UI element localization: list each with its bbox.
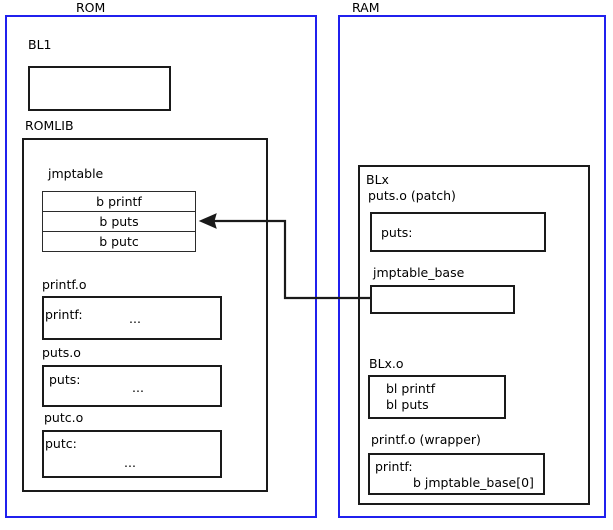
blx-o-label: BLx.o [369, 356, 404, 371]
romlib-puts-symbol: puts: [49, 372, 81, 387]
romlib-printf-ellipsis: ... [129, 311, 141, 326]
ram-region-label: RAM [352, 0, 380, 15]
jmptable-entry-2[interactable]: b putc [42, 231, 196, 252]
jmptable-base-label: jmptable_base [373, 265, 465, 280]
bl1-box [28, 66, 171, 111]
bl1-label: BL1 [28, 37, 52, 52]
romlib-puts-o-box: puts: ... [42, 365, 222, 407]
jmptable-entry-2-text: b putc [99, 234, 139, 249]
romlib-putc-ellipsis: ... [124, 455, 136, 470]
jmptable-label: jmptable [48, 166, 104, 181]
jmptable-base-box[interactable] [370, 285, 515, 314]
romlib-putc-o-box: putc: ... [42, 430, 222, 478]
romlib-putc-symbol: putc: [45, 436, 77, 451]
romlib-printf-o-label: printf.o [42, 277, 87, 292]
blx-o-box: bl printf bl puts [368, 375, 506, 419]
blx-o-line-0: bl printf [386, 381, 436, 396]
blx-puts-patch-label: puts.o (patch) [368, 188, 456, 203]
jmptable-entry-0-text: b printf [96, 194, 142, 209]
romlib-label: ROMLIB [25, 118, 74, 133]
romlib-puts-o-label: puts.o [42, 345, 81, 360]
blx-o-line-1: bl puts [386, 397, 429, 412]
romlib-printf-symbol: printf: [45, 307, 83, 322]
blx-label: BLx [366, 172, 389, 187]
romlib-printf-o-box: printf: ... [42, 296, 222, 340]
blx-puts-patch-box: puts: [370, 212, 546, 252]
printf-wrapper-box: printf: b jmptable_base[0] [368, 453, 545, 495]
rom-region-label: ROM [76, 0, 106, 15]
printf-wrapper-instruction: b jmptable_base[0] [413, 475, 534, 490]
romlib-puts-ellipsis: ... [132, 380, 144, 395]
jmptable-entry-1[interactable]: b puts [42, 211, 196, 232]
romlib-putc-o-label: putc.o [44, 410, 84, 425]
printf-wrapper-symbol: printf: [375, 459, 413, 474]
jmptable-entry-1-text: b puts [99, 214, 139, 229]
jmptable-entry-0[interactable]: b printf [42, 191, 196, 212]
printf-wrapper-label: printf.o (wrapper) [371, 432, 481, 447]
blx-puts-patch-symbol: puts: [381, 225, 413, 240]
